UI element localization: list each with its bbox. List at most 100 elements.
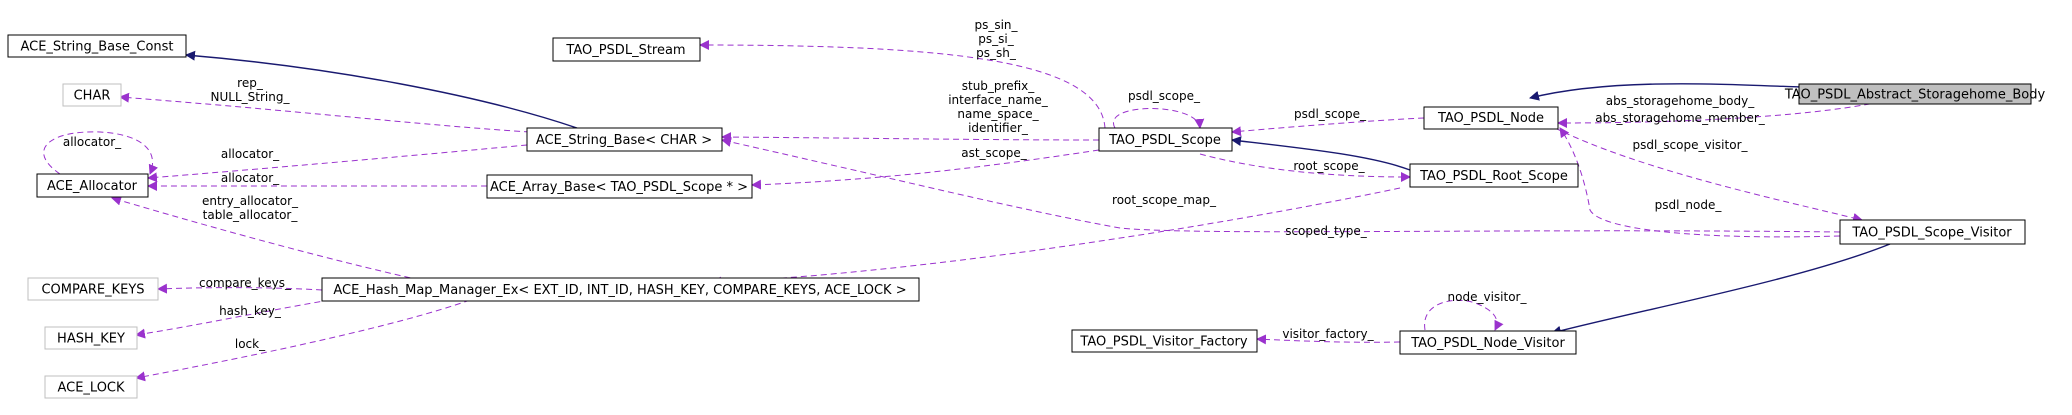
- label-null-string: NULL_String_: [211, 90, 291, 104]
- node-label: TAO_PSDL_Node_Visitor: [1410, 336, 1565, 351]
- label-psdl-scope-self: psdl_scope_: [1128, 89, 1201, 103]
- label-interface-name: interface_name_: [948, 93, 1049, 107]
- node-string-base[interactable]: ACE_String_Base< CHAR >: [526, 127, 723, 152]
- use-edge-allocator-string: [147, 144, 528, 183]
- node-box: [526, 127, 723, 152]
- label-scoped-type: scoped_type_: [1285, 224, 1368, 238]
- label-identifier: identifier_: [968, 121, 1029, 135]
- node-box: [552, 37, 701, 62]
- node-label: ACE_String_Base_Const: [20, 40, 173, 55]
- label-root-scope-map: root_scope_map_: [1112, 193, 1217, 207]
- node-abstract-storagehome-body[interactable]: TAO_PSDL_Abstract_Storagehome_Body: [1784, 83, 2046, 105]
- use-edge-allocator-hash: [111, 195, 421, 281]
- edge-labels: abs_storagehome_body_ abs_storagehome_me…: [63, 18, 1766, 351]
- node-box: [7, 34, 187, 58]
- node-box: [27, 277, 159, 301]
- node-psdl-node[interactable]: TAO_PSDL_Node: [1423, 106, 1559, 130]
- node-allocator[interactable]: ACE_Allocator: [36, 173, 149, 198]
- node-label: TAO_PSDL_Root_Scope: [1419, 169, 1568, 184]
- node-label: ACE_LOCK: [57, 381, 125, 396]
- use-edge-ps-stream: [699, 40, 1106, 129]
- node-array-base[interactable]: ACE_Array_Base< TAO_PSDL_Scope * >: [486, 174, 753, 199]
- label-name-space: name_space_: [957, 107, 1039, 121]
- edges: [43, 40, 1891, 382]
- node-label: TAO_PSDL_Visitor_Factory: [1079, 335, 1247, 350]
- label-visitor-factory: visitor_factory_: [1282, 327, 1374, 341]
- node-char[interactable]: CHAR: [62, 83, 122, 107]
- label-abs-storagehome-body: abs_storagehome_body_: [1606, 94, 1756, 108]
- node-psdl-scope[interactable]: TAO_PSDL_Scope: [1098, 127, 1233, 152]
- label-table-allocator: table_allocator_: [203, 208, 299, 222]
- use-edge-allocator-self: [43, 131, 159, 175]
- node-label: ACE_String_Base< CHAR >: [536, 133, 712, 148]
- node-box: [1071, 329, 1258, 353]
- label-allocator-string: allocator_: [221, 147, 280, 161]
- node-box: [1839, 219, 2026, 245]
- node-box: [1423, 106, 1559, 130]
- node-ace-lock[interactable]: ACE_LOCK: [44, 375, 138, 399]
- label-ast-scope: ast_scope_: [961, 146, 1028, 160]
- label-psdl-scope-visitor: psdl_scope_visitor_: [1632, 138, 1748, 152]
- node-label: COMPARE_KEYS: [41, 283, 144, 298]
- label-compare-keys: compare_keys_: [199, 276, 292, 290]
- node-hash-map-manager[interactable]: ACE_Hash_Map_Manager_Ex< EXT_ID, INT_ID,…: [321, 277, 920, 302]
- label-allocator-array: allocator_: [221, 171, 280, 185]
- node-label: ACE_Array_Base< TAO_PSDL_Scope * >: [490, 180, 748, 195]
- node-label: TAO_PSDL_Scope_Visitor: [1851, 226, 2012, 241]
- use-edge-compare-keys: [157, 283, 323, 294]
- label-stub-prefix: stub_prefix_: [962, 79, 1036, 93]
- node-psdl-scope-visitor[interactable]: TAO_PSDL_Scope_Visitor: [1839, 219, 2026, 245]
- label-lock: lock_: [235, 337, 266, 351]
- use-edge-psdl-scope-visitor: [1554, 127, 1863, 223]
- node-label: ACE_Hash_Map_Manager_Ex< EXT_ID, INT_ID,…: [333, 283, 906, 298]
- inherit-edge-abstract-to-node: [1529, 83, 1801, 101]
- node-label: TAO_PSDL_Scope: [1108, 133, 1221, 148]
- node-psdl-stream[interactable]: TAO_PSDL_Stream: [552, 37, 701, 62]
- label-ps-sh: ps_sh_: [976, 46, 1017, 60]
- node-box: [1798, 83, 2032, 105]
- node-hash-key[interactable]: HASH_KEY: [44, 326, 138, 350]
- node-string-base-const[interactable]: ACE_String_Base_Const: [7, 34, 187, 58]
- node-compare-keys[interactable]: COMPARE_KEYS: [27, 277, 159, 301]
- use-edge-node-visitor-self: [1424, 299, 1504, 331]
- node-label: ACE_Allocator: [47, 179, 138, 194]
- use-edge-scoped-type: [721, 137, 1841, 233]
- node-label: TAO_PSDL_Abstract_Storagehome_Body: [1784, 88, 2046, 103]
- node-label: HASH_KEY: [57, 332, 125, 347]
- node-box: [321, 277, 920, 302]
- label-root-scope: root_scope_: [1293, 159, 1365, 173]
- use-edge-lock: [135, 299, 471, 382]
- label-entry-allocator: entry_allocator_: [202, 194, 299, 208]
- inherit-edge-visitor-to-node-visitor: [1551, 243, 1891, 336]
- use-edge-rep: [119, 92, 531, 133]
- use-edge-string-fields: [721, 132, 1100, 143]
- use-edge-root-scope-map: [711, 187, 1401, 287]
- node-box: [36, 173, 149, 198]
- node-box: [1399, 330, 1577, 355]
- node-box: [1098, 127, 1233, 152]
- inherit-edge-root-to-scope: [1231, 136, 1411, 171]
- node-psdl-visitor-factory[interactable]: TAO_PSDL_Visitor_Factory: [1071, 329, 1258, 353]
- use-edge-root-scope: [1199, 153, 1411, 182]
- label-node-visitor-self: node_visitor_: [1448, 290, 1528, 304]
- label-ps-si: ps_si_: [978, 32, 1014, 46]
- use-edge-psdl-node: [1559, 127, 1841, 238]
- node-psdl-node-visitor[interactable]: TAO_PSDL_Node_Visitor: [1399, 330, 1577, 355]
- node-label: TAO_PSDL_Stream: [565, 43, 685, 58]
- label-hash-key: hash_key_: [219, 304, 282, 318]
- label-abs-storagehome-member: abs_storagehome_member_: [1595, 111, 1766, 125]
- label-allocator-self: allocator_: [63, 135, 122, 149]
- label-psdl-scope-node: psdl_scope_: [1294, 107, 1367, 121]
- node-label: CHAR: [74, 89, 111, 104]
- use-edge-psdl-scope-self: [1112, 108, 1205, 129]
- use-edge-ast-scope: [751, 149, 1100, 190]
- use-edge-hash-key: [135, 299, 331, 339]
- use-edge-visitor-factory: [1256, 334, 1401, 345]
- node-label: TAO_PSDL_Node: [1437, 111, 1544, 126]
- node-box: [486, 174, 753, 199]
- node-box: [44, 326, 138, 350]
- node-box: [44, 375, 138, 399]
- label-psdl-node: psdl_node_: [1655, 198, 1723, 212]
- node-psdl-root-scope[interactable]: TAO_PSDL_Root_Scope: [1409, 163, 1579, 188]
